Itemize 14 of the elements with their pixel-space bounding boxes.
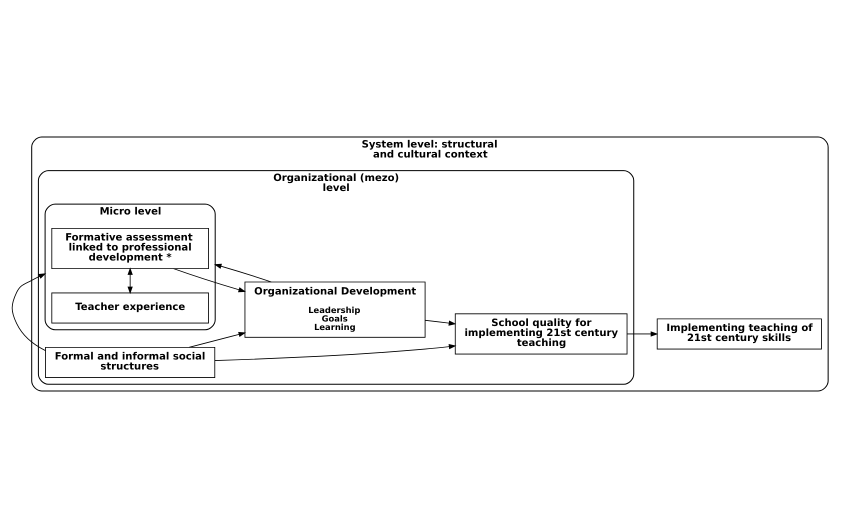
arrow	[128, 267, 133, 294]
node-box: Formative assessment linked to professional development *	[51, 228, 209, 270]
arrow	[188, 332, 246, 348]
node-box: Teacher experience	[51, 292, 209, 324]
node-box: Organizational Development Leadership Goals Learning	[244, 282, 426, 338]
arrow	[214, 264, 272, 282]
arrow	[173, 268, 246, 292]
arrow	[214, 344, 456, 361]
node-box: School quality for implementing 21st century teaching	[454, 313, 628, 354]
arrow	[12, 273, 46, 351]
node-box: Formal and informal social structures	[45, 346, 216, 378]
arrow	[626, 331, 658, 337]
node-box: Implementing teaching of 21st century skills	[656, 318, 822, 350]
arrow	[424, 320, 456, 326]
